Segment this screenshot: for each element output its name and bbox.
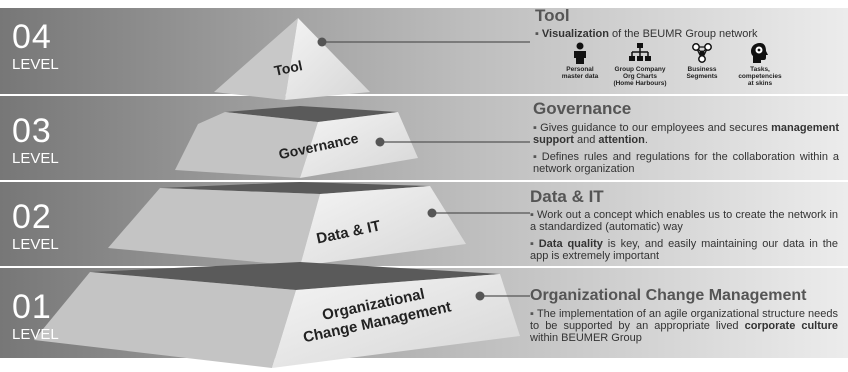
governance-b1-end: .	[644, 134, 648, 146]
title-data-it: Data & IT	[530, 187, 604, 206]
caption-tasks-line3: at skins	[747, 80, 773, 87]
governance-b1-mid: and	[573, 134, 599, 146]
data-it-b2-bold: Data quality	[538, 238, 603, 250]
tier-tool-right-face	[285, 18, 370, 100]
level-3-badge: 03 LEVEL	[12, 114, 132, 168]
caption-org: Group Company Org Charts (Home Harbours)	[610, 66, 670, 87]
connector-dot-tool	[317, 37, 327, 47]
data-it-bullet-2: Data quality is key, and easily maintain…	[530, 238, 838, 262]
brain-gear-icon	[751, 43, 768, 63]
tier-governance-top	[225, 106, 398, 122]
caption-business-line2: Segments	[686, 73, 718, 80]
data-it-bullet-1: Work out a concept which enables us to c…	[530, 209, 838, 233]
governance-bullet-1: Gives guidance to our employees and secu…	[533, 122, 839, 146]
level-1-badge: 01 LEVEL	[12, 290, 132, 344]
connector-dot-data-it	[427, 208, 437, 218]
level-2-badge: 02 LEVEL	[12, 200, 132, 254]
tool-bullet-rest: of the BEUMR Group network	[608, 28, 758, 40]
desc-governance: Gives guidance to our employees and secu…	[533, 122, 839, 180]
ocm-b1-pre: The implementation of an agile organizat…	[530, 308, 838, 332]
level-1-number: 01	[12, 288, 52, 326]
caption-org-line1: Group Company	[614, 66, 666, 73]
icon-block-personal: Personal master data	[550, 42, 610, 80]
icon-block-org: Group Company Org Charts (Home Harbours)	[610, 42, 670, 87]
caption-tasks: Tasks, competencies at skins	[730, 66, 790, 87]
caption-org-line3: (Home Harbours)	[613, 80, 667, 87]
caption-personal: Personal master data	[550, 66, 610, 80]
tier-ocm-top	[90, 262, 500, 290]
caption-org-line2: Org Charts	[623, 73, 657, 80]
level-2-number: 02	[12, 198, 52, 236]
caption-tasks-line1: Tasks,	[750, 66, 770, 73]
caption-personal-line2: master data	[561, 73, 599, 80]
tool-bullet-bold: Visualization	[541, 28, 609, 40]
tier-governance-left-face	[175, 112, 318, 178]
tier-ocm-left-face	[34, 272, 296, 368]
governance-b1-pre: Gives guidance to our employees and secu…	[540, 122, 772, 134]
tool-bullet: Visualization of the BEUMR Group network	[535, 28, 835, 40]
governance-b1-bold1: management support	[533, 122, 839, 146]
org-chart-icon	[629, 43, 651, 61]
level-3-label: LEVEL	[12, 150, 59, 167]
title-tool: Tool	[535, 6, 570, 25]
desc-tool: Visualization of the BEUMR Group network	[535, 28, 835, 45]
icon-block-tasks: Tasks, competencies at skins	[730, 42, 790, 87]
tier-governance-right-face	[300, 112, 418, 178]
data-it-b2-rest: is key, and easily maintaining our data …	[530, 238, 838, 262]
level-4-label: LEVEL	[12, 56, 59, 73]
tool-icon-row: Personal master data Group Company Org C…	[560, 42, 790, 94]
caption-business: Business Segments	[672, 66, 732, 80]
tier-data-it-left-face	[108, 188, 320, 266]
ocm-bullet-1: The implementation of an agile organizat…	[530, 308, 838, 344]
level-3-number: 03	[12, 112, 52, 150]
level-4-badge: 04 LEVEL	[12, 20, 132, 74]
person-icon	[574, 42, 586, 64]
icon-block-business: Business Segments	[672, 42, 732, 80]
caption-personal-line1: Personal	[566, 66, 594, 73]
level-1-label: LEVEL	[12, 326, 59, 343]
tier-ocm-right-face	[272, 274, 520, 368]
ocm-b1-rest: within BEUMER Group	[530, 332, 642, 344]
desc-data-it: Work out a concept which enables us to c…	[530, 209, 838, 267]
desc-ocm: The implementation of an agile organizat…	[530, 308, 838, 349]
connector-dot-governance	[375, 137, 385, 147]
network-icon	[692, 43, 712, 63]
governance-b1-bold2: attention	[598, 134, 645, 146]
title-ocm: Organizational Change Management	[530, 287, 807, 304]
caption-tasks-line2: competencies	[738, 73, 782, 80]
caption-business-line1: Business	[687, 66, 717, 73]
tier-data-it-right-face	[300, 186, 466, 266]
connector-dot-ocm	[475, 291, 485, 301]
ocm-b1-bold: corporate culture	[744, 320, 839, 332]
level-2-label: LEVEL	[12, 236, 59, 253]
title-governance: Governance	[533, 99, 632, 118]
tier-tool-left-face	[214, 18, 298, 100]
tier-data-it-top	[160, 182, 430, 194]
governance-bullet-2: Defines rules and regulations for the co…	[533, 151, 839, 175]
level-4-number: 04	[12, 18, 52, 56]
